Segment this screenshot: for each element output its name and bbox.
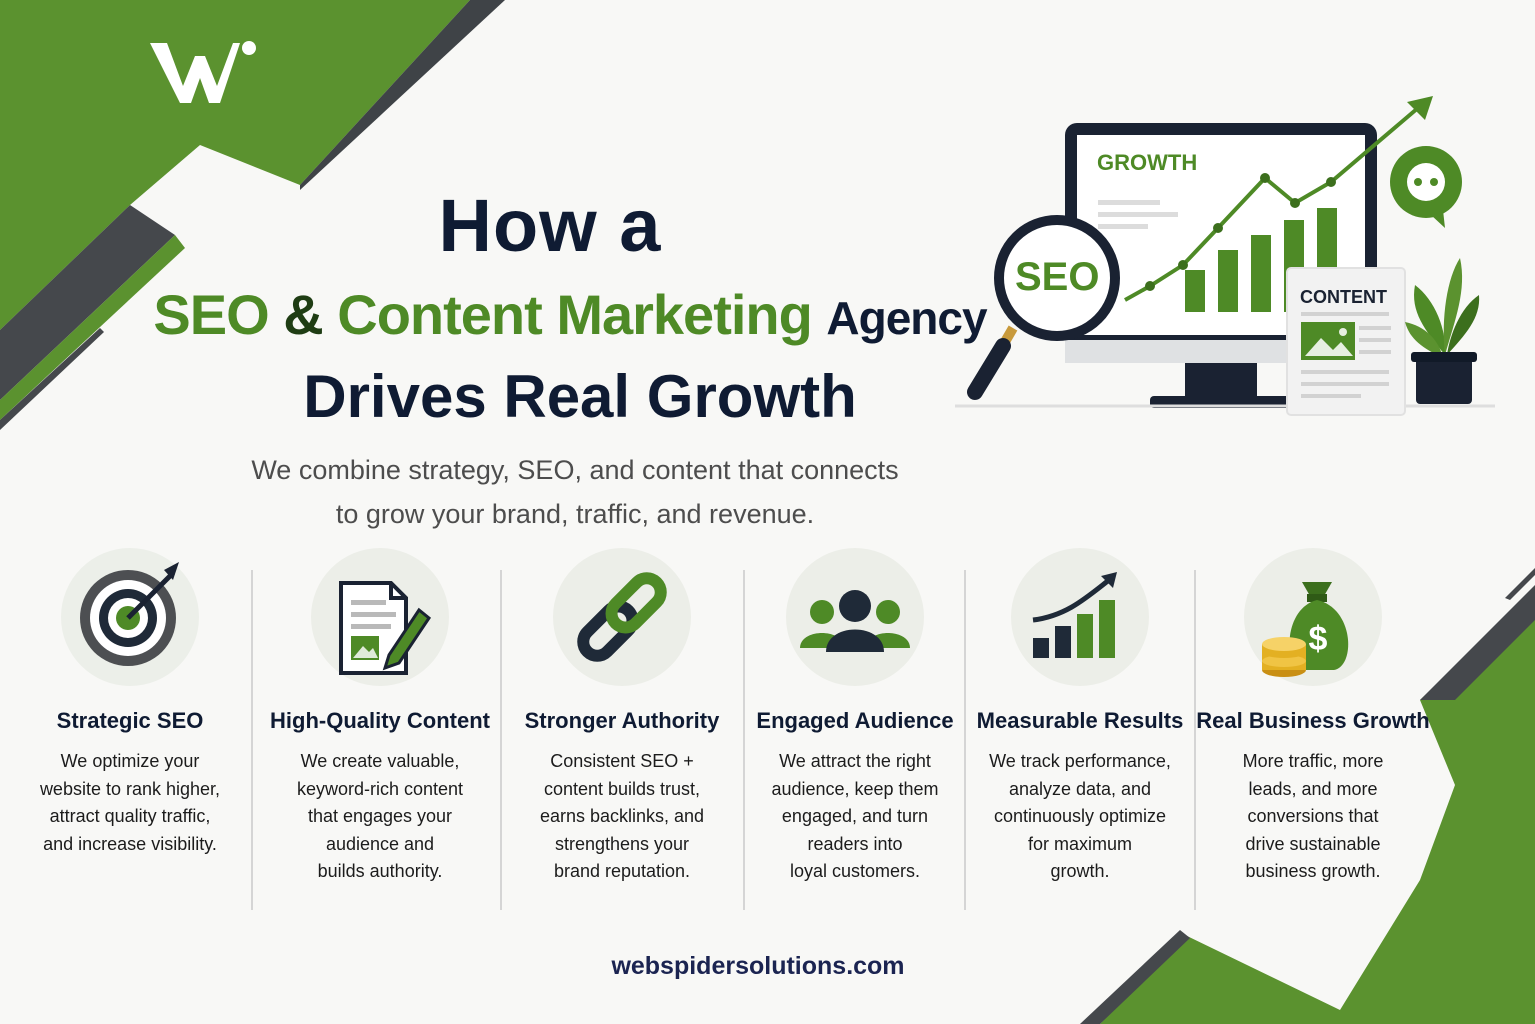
- bottom-right-dark-stripe: [1420, 585, 1535, 700]
- feature-description: We track performance, analyze data, and …: [989, 751, 1171, 881]
- feature-description: We optimize your website to rank higher,…: [39, 751, 221, 854]
- feature-divider: [251, 570, 253, 910]
- headline-agency: Agency: [826, 292, 987, 344]
- feature-title: Real Business Growth: [1196, 708, 1430, 733]
- feature-stronger-authority: Stronger Authority Consistent SEO + cont…: [502, 548, 742, 886]
- document-pencil-icon: [311, 548, 449, 686]
- magnifier-seo-label: SEO: [1015, 255, 1100, 299]
- bottom-dark-stripe: [1080, 930, 1190, 1024]
- svg-text:$: $: [1309, 620, 1328, 658]
- footer-website-link[interactable]: webspidersolutions.com: [611, 952, 905, 980]
- feature-divider: [500, 570, 502, 910]
- audience-icon: [786, 548, 924, 686]
- feature-description: Consistent SEO + content builds trust, e…: [539, 751, 705, 881]
- feature-description: More traffic, more leads, and more conve…: [1242, 751, 1384, 881]
- document-content-label: CONTENT: [1300, 287, 1387, 307]
- feature-description: We create valuable, keyword-rich content…: [296, 751, 464, 881]
- feature-description: We attract the right audience, keep them…: [771, 751, 939, 881]
- growth-chart-icon: [1011, 548, 1149, 686]
- left-green-band: [0, 235, 185, 420]
- subtitle-line-1: We combine strategy, SEO, and content th…: [251, 455, 899, 485]
- feature-title: High-Quality Content: [270, 708, 490, 733]
- feature-real-business-growth: $ Real Business Growth More traffic, mor…: [1193, 548, 1433, 886]
- feature-title: Stronger Authority: [524, 708, 720, 733]
- subtitle-line-2: to grow your brand, traffic, and revenue…: [335, 499, 815, 529]
- left-thin-stripe: [0, 328, 104, 430]
- headline-line-3: Drives Real Growth: [303, 363, 857, 430]
- chain-link-icon: [553, 548, 691, 686]
- target-icon: [61, 548, 199, 686]
- feature-title: Measurable Results: [976, 708, 1184, 733]
- feature-divider: [1194, 570, 1196, 910]
- feature-measurable-results: Measurable Results We track performance,…: [960, 548, 1200, 886]
- top-left-green-shape: [0, 0, 470, 330]
- left-dark-band: [0, 205, 175, 400]
- subtitle: We combine strategy, SEO, and content th…: [150, 448, 1000, 536]
- feature-title: Strategic SEO: [56, 708, 204, 733]
- feature-divider: [743, 570, 745, 910]
- feature-divider: [964, 570, 966, 910]
- headline-line-2: SEO & Content Marketing Agency: [150, 282, 990, 347]
- feature-title: Engaged Audience: [756, 708, 954, 733]
- headline-content-marketing: Content Marketing: [337, 283, 813, 346]
- bottom-right-thin-stripe: [1505, 568, 1535, 600]
- headline-ampersand: &: [283, 283, 323, 346]
- growth-illustration: [955, 96, 1495, 416]
- feature-high-quality-content: High-Quality Content We create valuable,…: [260, 548, 500, 886]
- headline-seo: SEO: [153, 283, 269, 346]
- headline-line-1: How a: [438, 184, 662, 267]
- feature-strategic-seo: Strategic SEO We optimize your website t…: [10, 548, 250, 858]
- feature-engaged-audience: Engaged Audience We attract the right au…: [735, 548, 975, 886]
- screen-growth-label: GROWTH: [1097, 150, 1198, 175]
- money-bag-icon: $: [1244, 548, 1382, 686]
- top-left-dark-stripe: [300, 0, 505, 190]
- brand-logo: [150, 41, 256, 103]
